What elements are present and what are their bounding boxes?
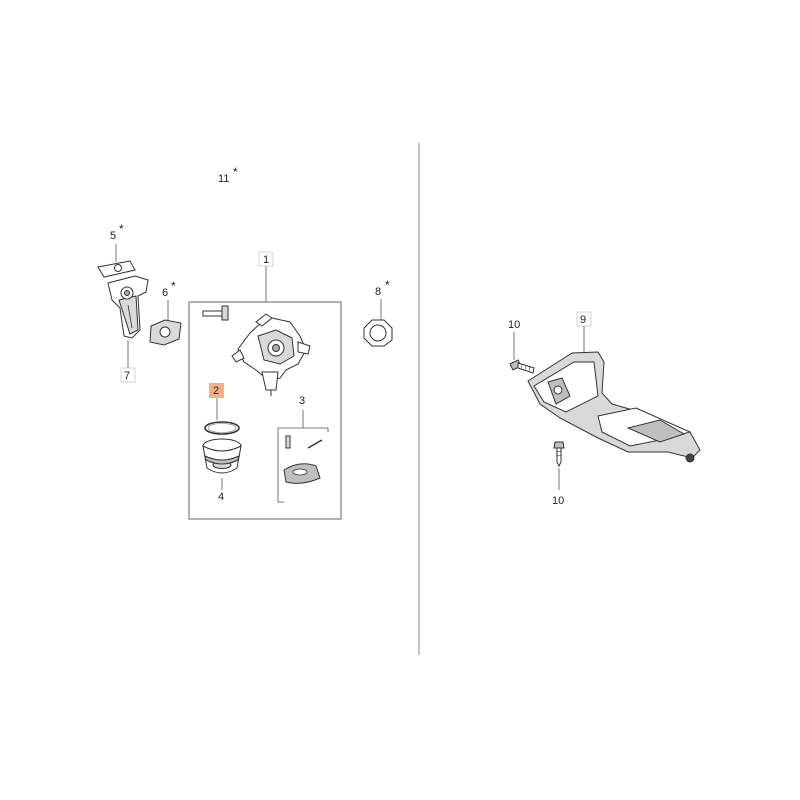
callout-11[interactable]: 11 * (218, 165, 238, 185)
callout-6-mark: * (171, 279, 176, 293)
callout-9-number: 9 (580, 314, 586, 326)
part-9-shield (527, 351, 701, 463)
callout-7-number: 7 (124, 370, 130, 382)
callout-2-highlight (209, 383, 224, 398)
part-10-screw-lower (553, 441, 565, 468)
callout-2[interactable]: 2 (209, 383, 224, 420)
part-6-gasket (149, 319, 182, 346)
callout-3[interactable]: 3 (299, 395, 305, 428)
part-throttle-bracket (97, 260, 149, 339)
callout-3-number: 3 (299, 395, 305, 407)
callout-10-upper[interactable]: 10 (508, 319, 520, 360)
callout-4-number: 4 (218, 491, 224, 503)
callout-9[interactable]: 9 (576, 311, 592, 352)
callout-8-number: 8 (375, 286, 381, 298)
callout-7[interactable]: 7 (120, 340, 136, 383)
callout-2-number: 2 (213, 385, 219, 397)
callout-10-upper-number: 10 (508, 319, 520, 331)
part-8-gasket (363, 319, 393, 347)
callout-4[interactable]: 4 (218, 478, 224, 503)
callout-5-mark: * (119, 222, 124, 236)
callout-5[interactable]: 5 * (110, 222, 124, 262)
part-10-screw-upper (509, 359, 535, 374)
part-3-float-kit (277, 427, 329, 503)
callout-1-number: 1 (263, 254, 269, 266)
part-1-carburetor (202, 305, 311, 396)
carburetor-kit-frame (188, 301, 342, 520)
callout-10-lower-number: 10 (552, 495, 564, 507)
callout-11-number: 11 (218, 173, 229, 185)
part-2-o-ring (204, 421, 240, 435)
callout-5-number: 5 (110, 230, 116, 242)
callout-8[interactable]: 8 * (375, 278, 390, 320)
callout-1[interactable]: 1 (258, 251, 274, 302)
part-4-float-bowl (202, 438, 242, 474)
callout-6-number: 6 (162, 287, 168, 299)
callout-10-lower[interactable]: 10 (552, 468, 564, 507)
callout-8-mark: * (385, 278, 390, 292)
callout-6[interactable]: 6 * (162, 279, 176, 320)
callout-11-mark: * (233, 165, 238, 179)
